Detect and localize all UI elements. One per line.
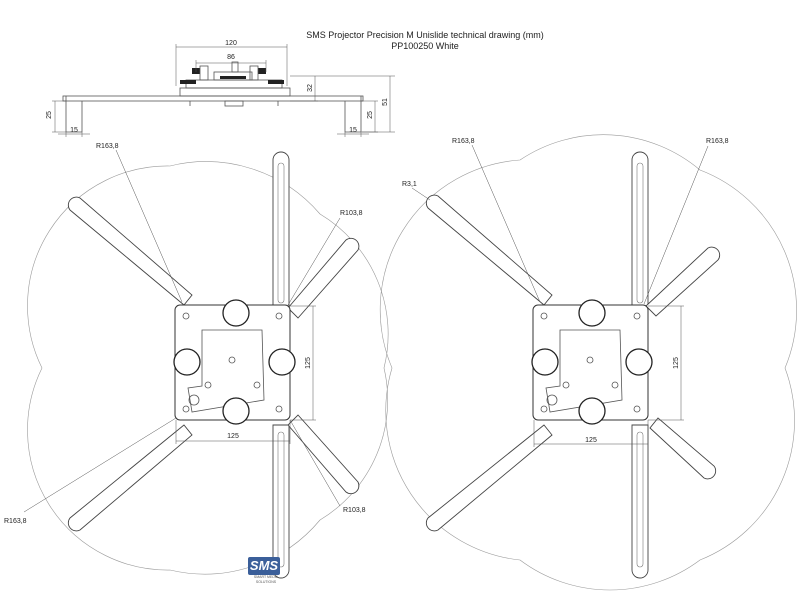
left-dim-vertical: 125 — [305, 357, 312, 369]
dim-25-left: 25 — [46, 111, 53, 119]
left-label-r163-bottom: R163,8 — [4, 518, 27, 525]
left-top-view: 125 125 R163,8 R103,8 R163,8 R103,8 — [4, 143, 389, 579]
sms-logo-mark: SMS — [248, 557, 280, 575]
right-knob-top — [578, 299, 606, 327]
drawing-subtitle: PP100250 White — [391, 41, 459, 51]
left-arms — [67, 151, 360, 579]
right-knob-left — [531, 348, 559, 376]
side-bar — [62, 95, 364, 102]
left-label-r103-bottom: R103,8 — [343, 507, 366, 514]
dim-120: 120 — [225, 40, 237, 47]
right-center-hole — [586, 356, 594, 364]
left-knob-right — [268, 348, 296, 376]
right-inner-bracket — [545, 329, 623, 413]
right-label-r3: R3,1 — [402, 181, 417, 188]
dim-15-left: 15 — [70, 127, 78, 134]
side-leg-left — [65, 96, 83, 133]
right-corner-screws — [540, 312, 641, 413]
right-knob-right — [625, 348, 653, 376]
left-knob-bottom — [222, 397, 250, 425]
dim-32: 32 — [307, 84, 314, 92]
dim-86: 86 — [227, 54, 235, 61]
side-view: 120 86 32 51 25 25 15 15 — [46, 40, 395, 137]
side-mechanism — [179, 61, 291, 107]
right-dim-horizontal: 125 — [585, 437, 597, 444]
sms-logo-tagline: SMART MEDIA SOLUTIONS — [253, 575, 279, 584]
left-dim-horizontal: 125 — [227, 433, 239, 440]
left-knob-left — [173, 348, 201, 376]
left-label-r163-top: R163,8 — [96, 143, 119, 150]
right-knob-bottom — [578, 397, 606, 425]
right-arms — [425, 151, 721, 579]
left-center-hole — [228, 356, 236, 364]
dim-51: 51 — [382, 98, 389, 106]
left-knobs — [173, 299, 296, 425]
side-leg-right — [344, 96, 362, 133]
left-knob-top — [222, 299, 250, 327]
left-inner-bracket — [187, 329, 265, 413]
dim-25-right: 25 — [367, 111, 374, 119]
left-outline — [27, 161, 389, 575]
left-corner-screws — [182, 312, 283, 413]
sms-logo: SMS SMART MEDIA SOLUTIONS — [248, 557, 284, 587]
right-dim-vertical: 125 — [673, 357, 680, 369]
drawing-title: SMS Projector Precision M Unislide techn… — [306, 30, 544, 40]
right-top-view: 125 125 R163,8 R163,8 R3,1 — [379, 134, 797, 591]
right-knobs — [531, 299, 653, 425]
left-label-r103-upper: R103,8 — [340, 210, 363, 217]
right-label-r163-right: R163,8 — [706, 138, 729, 145]
dim-15-right: 15 — [349, 127, 357, 134]
right-label-r163-left: R163,8 — [452, 138, 475, 145]
